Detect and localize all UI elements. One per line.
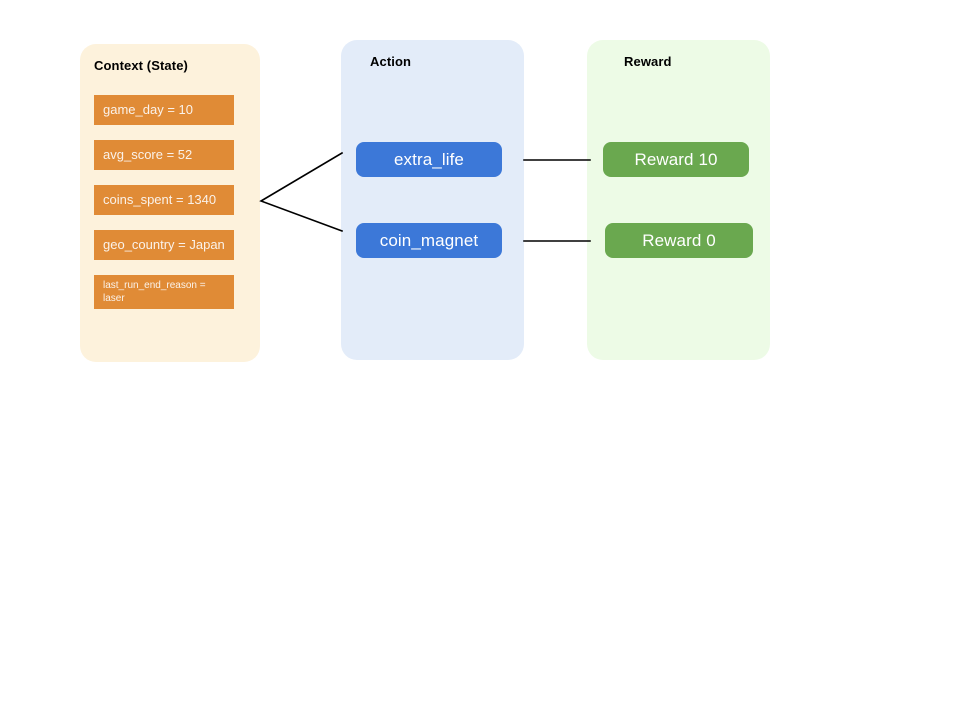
panel-reward: Reward <box>587 40 770 360</box>
panel-context-title: Context (State) <box>94 58 188 73</box>
reward-button-reward-10: Reward 10 <box>603 142 749 177</box>
panel-action-title: Action <box>370 54 412 69</box>
connector-context-to-actions-fork <box>259 151 344 233</box>
panel-reward-title: Reward <box>624 54 672 69</box>
context-chip-game-day: game_day = 10 <box>94 95 234 125</box>
panel-context: Context (State) game_day = 10 avg_score … <box>80 44 260 362</box>
context-chip-coins-spent: coins_spent = 1340 <box>94 185 234 215</box>
context-chip-last-run-end-reason: last_run_end_reason = laser <box>94 275 234 309</box>
action-button-extra-life[interactable]: extra_life <box>356 142 502 177</box>
reward-button-reward-0: Reward 0 <box>605 223 753 258</box>
action-button-coin-magnet[interactable]: coin_magnet <box>356 223 502 258</box>
context-chip-avg-score: avg_score = 52 <box>94 140 234 170</box>
panel-action: Action <box>341 40 524 360</box>
context-chip-list: game_day = 10 avg_score = 52 coins_spent… <box>94 95 234 324</box>
context-chip-geo-country: geo_country = Japan <box>94 230 234 260</box>
